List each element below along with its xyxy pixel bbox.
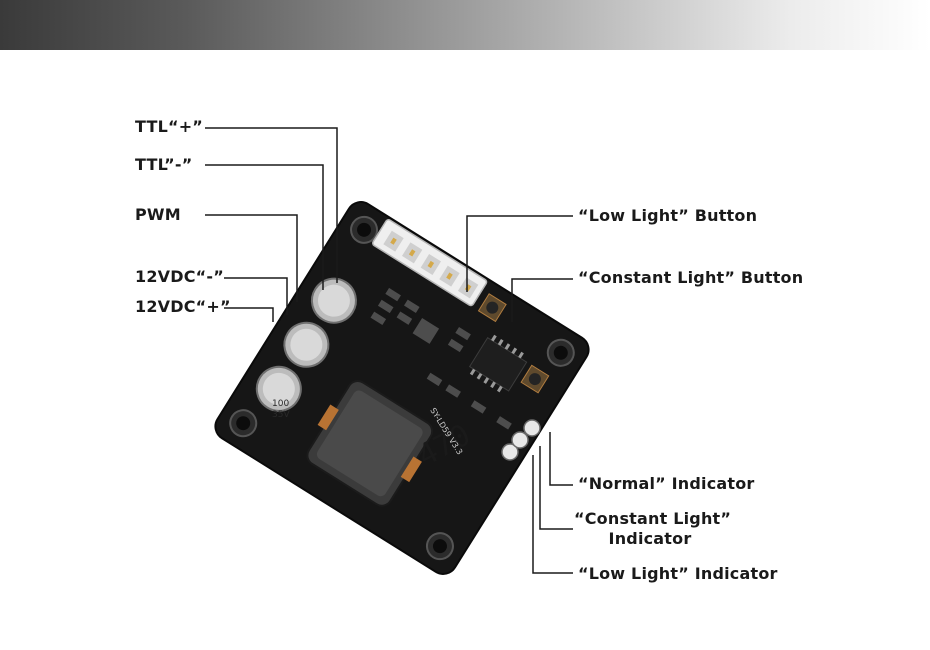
label-constant-light-button: “Constant Light” Button <box>578 268 804 287</box>
tactile-buttons <box>477 293 550 394</box>
label-low-light-button: “Low Light” Button <box>578 206 758 225</box>
label-12vdc-plus: 12VDC“+” <box>135 297 231 316</box>
header-gradient-bar <box>0 0 930 50</box>
label-constant-light-indicator-line1: “Constant Light” <box>574 509 732 528</box>
label-normal-indicator: “Normal” Indicator <box>578 474 755 493</box>
label-ttl-plus: TTL“+” <box>135 117 204 136</box>
driver-ic <box>468 334 528 393</box>
capacitor-marking-1: 100 <box>272 399 289 409</box>
capacitor-marking-2: 35V <box>272 410 290 420</box>
leader-lines <box>205 127 573 574</box>
inductor <box>306 379 434 507</box>
label-12vdc-minus: 12VDC“-” <box>135 267 224 286</box>
label-ttl-minus: TTL”-” <box>135 155 193 174</box>
label-pwm: PWM <box>135 205 181 224</box>
connector-header <box>372 218 488 307</box>
label-low-light-indicator: “Low Light” Indicator <box>578 564 778 583</box>
smd-components <box>370 287 512 430</box>
indicator-leds <box>501 419 541 461</box>
capacitors <box>255 277 357 412</box>
label-constant-light-indicator-line2: Indicator <box>608 529 692 548</box>
led-driver-board <box>214 201 590 575</box>
